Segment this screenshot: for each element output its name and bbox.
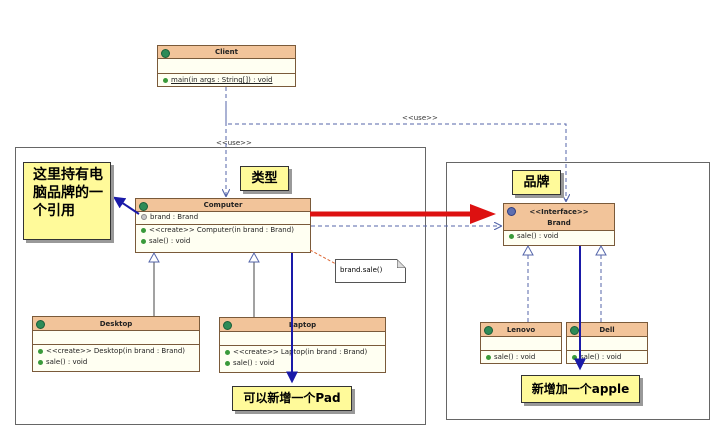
- operation: <<create>> Laptop(in brand : Brand): [233, 348, 368, 356]
- package-label-right: 品牌: [512, 170, 561, 195]
- note-brand-sale: brand.sale(): [335, 259, 406, 283]
- red-arrow-head-icon: [470, 204, 496, 224]
- generalization-head-icon: [248, 251, 260, 263]
- interface-icon: [507, 207, 516, 216]
- class-icon: [223, 321, 232, 330]
- class-computer[interactable]: Computer brand : Brand <<create>> Comput…: [135, 198, 311, 253]
- class-lenovo[interactable]: Lenovo sale() : void: [480, 322, 562, 364]
- class-desktop[interactable]: Desktop <<create>> Desktop(in brand : Br…: [32, 316, 200, 372]
- callout-add-apple: 新增加一个apple: [521, 375, 640, 403]
- realization-head-icon: [522, 244, 534, 256]
- stereotype: <<Interface>>: [529, 208, 589, 216]
- operation: sale() : void: [233, 359, 275, 367]
- operation: <<create>> Desktop(in brand : Brand): [46, 347, 185, 355]
- class-icon: [570, 326, 579, 335]
- public-method-icon: [38, 348, 43, 354]
- operation: <<create>> Computer(in brand : Brand): [149, 226, 294, 234]
- generalization-head-icon: [148, 251, 160, 263]
- public-method-icon: [572, 354, 577, 360]
- class-laptop[interactable]: Laptop <<create>> Laptop(in brand : Bran…: [219, 317, 386, 373]
- note-text: brand.sale(): [340, 266, 383, 274]
- operation: sale() : void: [494, 353, 536, 361]
- use-label-top: <<use>>: [402, 114, 438, 122]
- operation: sale() : void: [149, 237, 191, 245]
- note-fold-icon: [397, 259, 406, 268]
- use-link-client-brand: [225, 105, 566, 201]
- class-name: Desktop: [99, 320, 133, 328]
- public-method-icon: [38, 359, 43, 365]
- class-name: Laptop: [288, 321, 317, 329]
- class-name: Client: [214, 48, 238, 56]
- note-link: [309, 249, 337, 265]
- operation: sale() : void: [580, 353, 622, 361]
- package-label-left: 类型: [240, 166, 289, 191]
- blue-arrow-to-callout: [113, 196, 140, 215]
- use-label-mid: <<use>>: [216, 139, 252, 147]
- operation: main(in args : String[]) : void: [171, 76, 273, 84]
- realization-head-icon: [595, 244, 607, 256]
- class-client[interactable]: Client main(in args : String[]) : void: [157, 45, 296, 87]
- attribute: brand : Brand: [150, 213, 199, 221]
- class-icon: [484, 326, 493, 335]
- public-method-icon: [225, 349, 230, 355]
- public-method-icon: [225, 360, 230, 366]
- operation: sale() : void: [46, 358, 88, 366]
- public-method-icon: [141, 238, 146, 244]
- operation: sale() : void: [517, 232, 559, 240]
- class-name: Computer: [203, 201, 243, 209]
- class-icon: [139, 202, 148, 211]
- public-method-icon: [163, 77, 168, 83]
- callout-add-pad: 可以新增一个Pad: [232, 386, 352, 411]
- class-name: Dell: [599, 326, 615, 334]
- class-name: Brand: [547, 219, 571, 227]
- class-icon: [161, 49, 170, 58]
- class-name: Lenovo: [506, 326, 536, 334]
- public-method-icon: [486, 354, 491, 360]
- public-method-icon: [141, 227, 146, 233]
- public-method-icon: [509, 233, 514, 239]
- class-icon: [36, 320, 45, 329]
- interface-brand[interactable]: <<Interface>> Brand sale() : void: [503, 203, 615, 246]
- callout-holds-reference: 这里持有电脑品牌的一个引用: [23, 162, 111, 240]
- field-icon: [141, 214, 147, 220]
